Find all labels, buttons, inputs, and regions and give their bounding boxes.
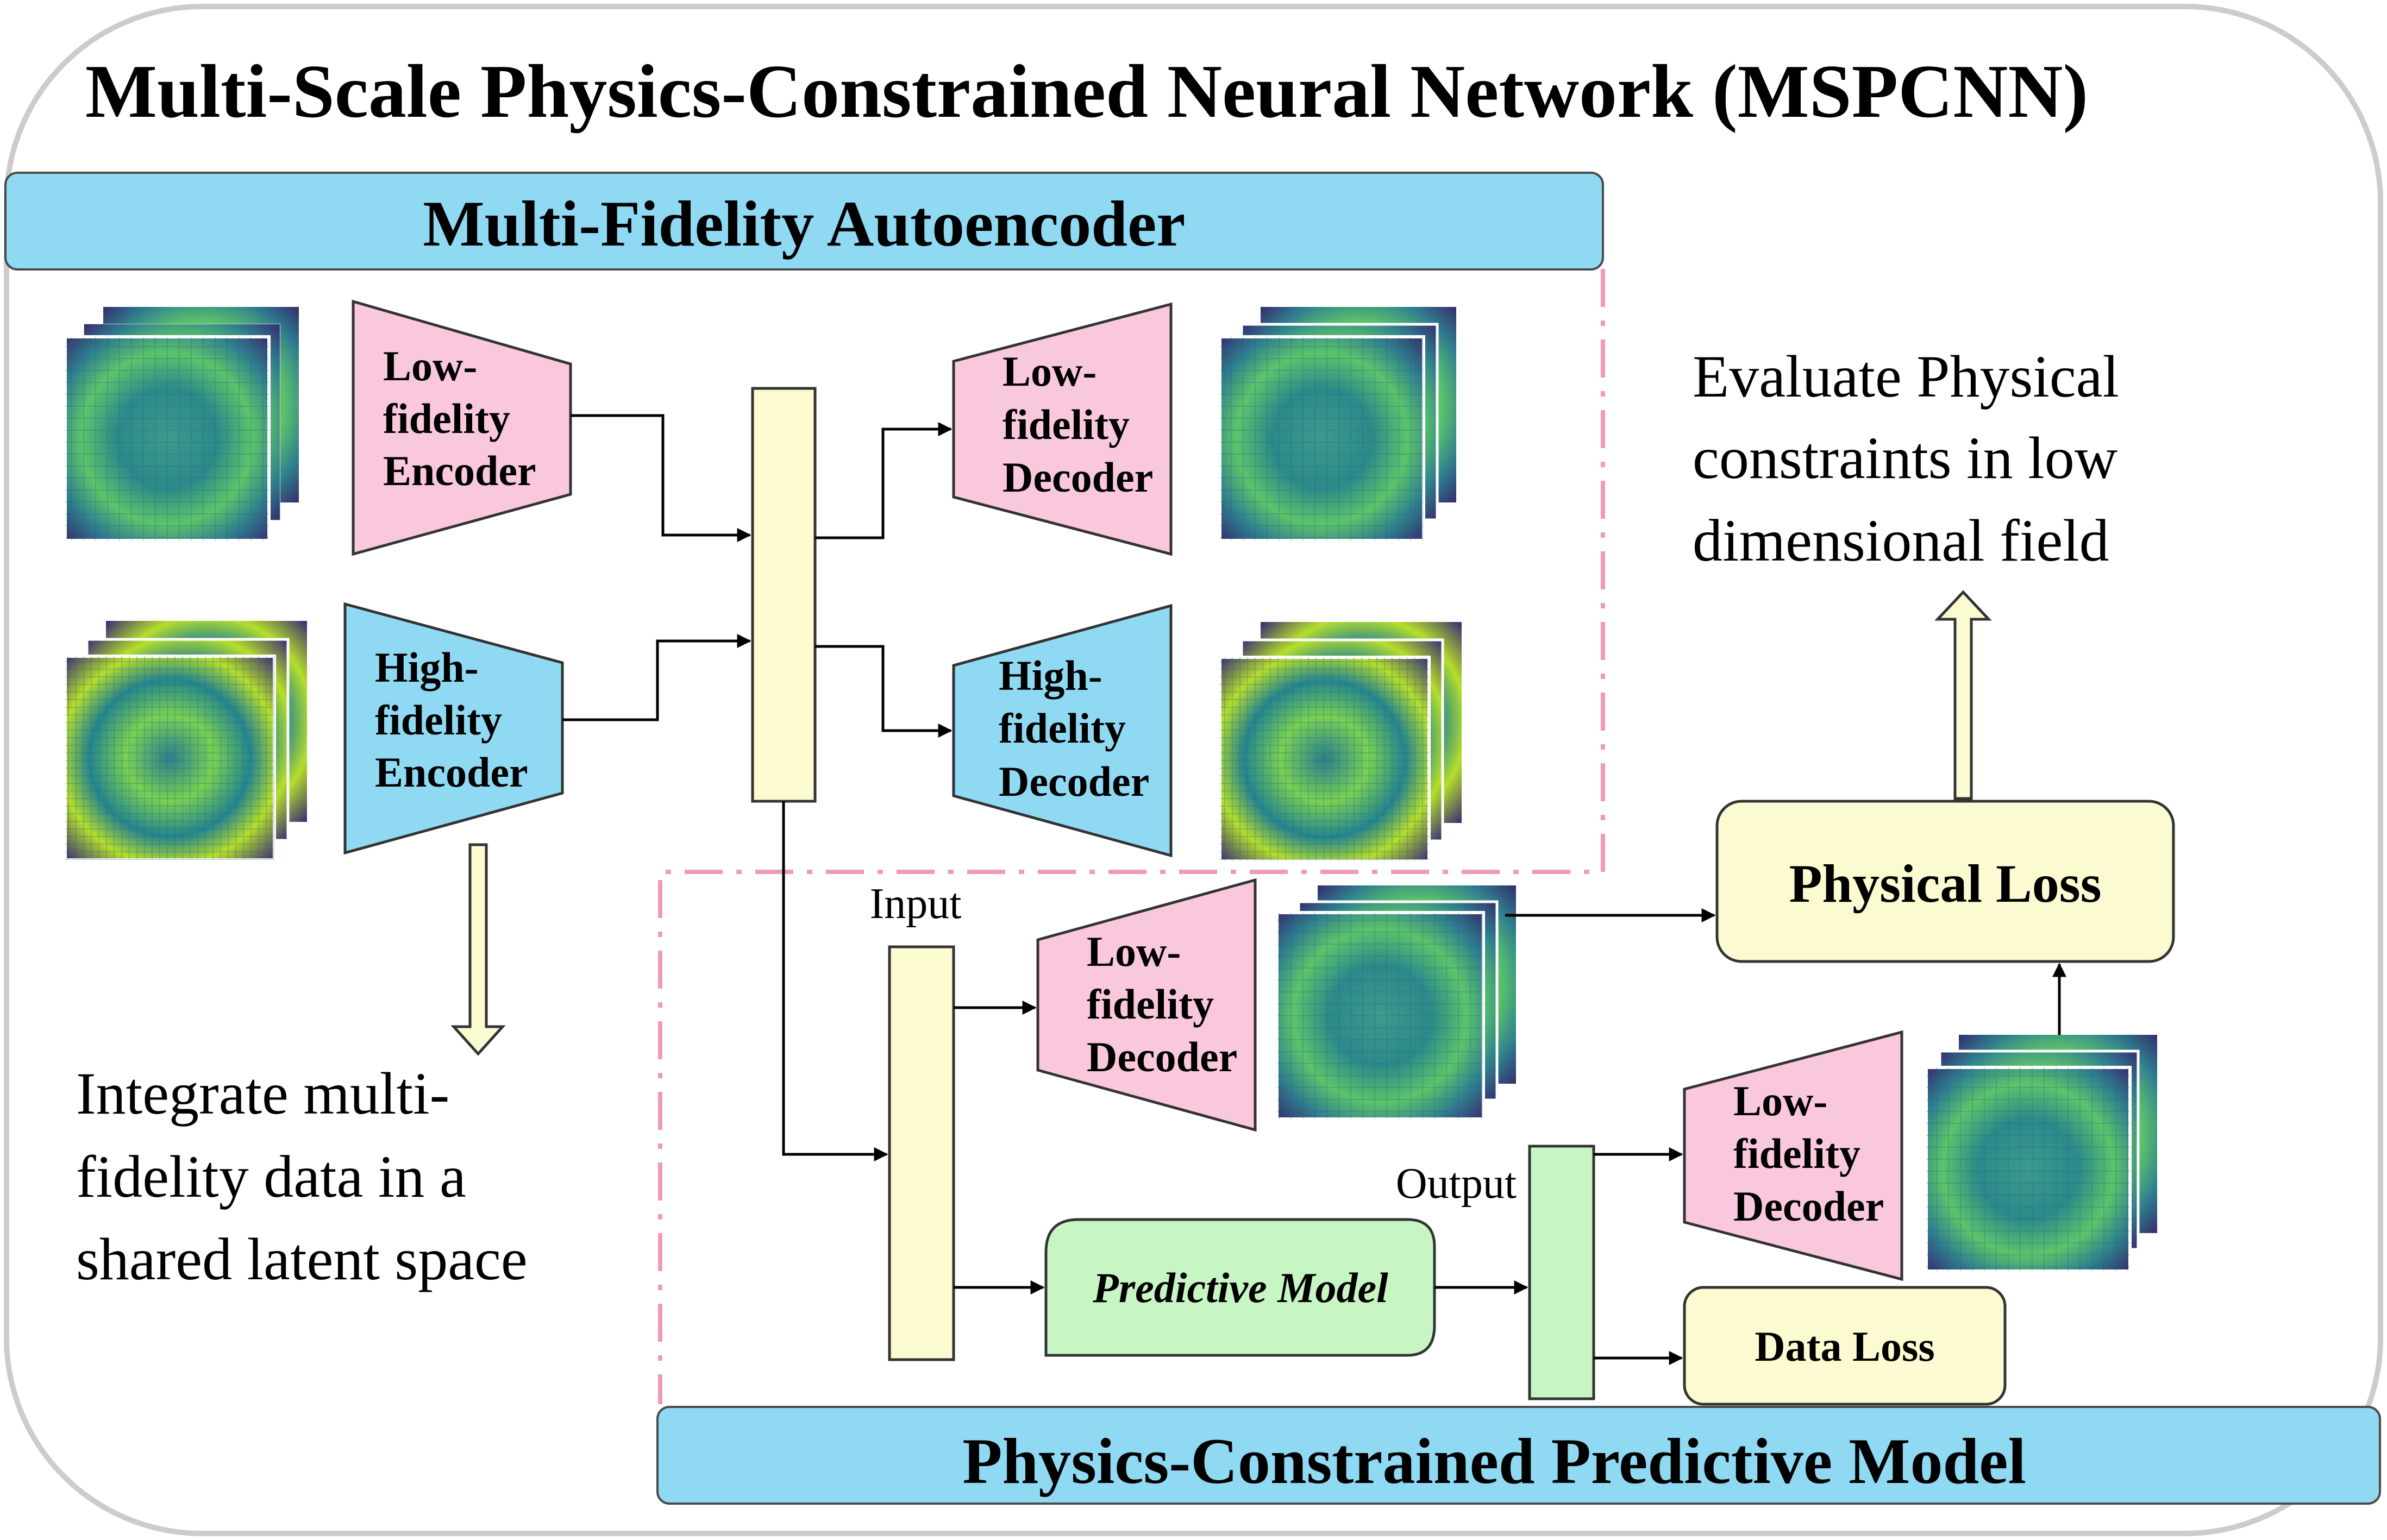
evaluate-hollow-arrow <box>1934 590 1992 800</box>
autoencoder-boundary <box>658 269 1605 1404</box>
lf-decoder-top-block <box>952 302 1173 556</box>
hf-input-field-stack <box>64 621 307 862</box>
predictive-header: Physics-Constrained Predictive Model <box>962 1425 2026 1497</box>
hf-encoder-to-latent-arrow <box>562 634 751 721</box>
predictive-header-bar <box>656 1406 2381 1505</box>
lf-decoder-top-label: Low- fidelity Decoder <box>1003 348 1153 501</box>
lf-decoder-out-block <box>1683 1030 1903 1281</box>
shared-latent-bar <box>751 387 817 803</box>
output-latent-bar <box>1528 1145 1595 1400</box>
hf-encoder-block <box>343 602 564 855</box>
lf-decoded-field-stack <box>1275 885 1516 1121</box>
data-loss-label: Data Loss <box>1755 1323 1935 1370</box>
data-loss-block <box>1683 1286 2007 1406</box>
lf-decoder-out-label: Low- fidelity Decoder <box>1733 1077 1884 1230</box>
lf-decoder-mid-block <box>1036 878 1257 1132</box>
lf-decoder-mid-label: Low- fidelity Decoder <box>1087 928 1237 1080</box>
connectors <box>562 414 2066 1365</box>
physical-loss-label: Physical Loss <box>1789 853 2101 914</box>
diagram-title: Multi-Scale Physics-Constrained Neural N… <box>85 49 2088 134</box>
lf-reconstruction-field-stack <box>1218 307 1456 542</box>
evaluate-note: Evaluate Physical constraints in low dim… <box>1693 343 2134 574</box>
autoencoder-header-bar <box>4 172 1604 271</box>
lf-input-field-stack <box>64 307 299 542</box>
hf-decoder-block <box>952 604 1173 858</box>
lf-output-field-stack <box>1925 1035 2157 1273</box>
latent-to-lf-decoder-arrow <box>815 422 953 539</box>
predictive-model-label: Predictive Model <box>1092 1264 1388 1311</box>
integrate-hollow-arrow <box>450 843 506 1056</box>
lf-encoder-to-latent-arrow <box>571 414 751 542</box>
input-latent-bar <box>888 945 955 1361</box>
latent-to-hf-decoder-arrow <box>815 645 953 738</box>
input-label: Input <box>870 880 962 928</box>
latent-to-input-arrow <box>782 801 888 1161</box>
autoencoder-header: Multi-Fidelity Autoencoder <box>423 187 1185 260</box>
output-label: Output <box>1396 1160 1517 1208</box>
hf-decoder-label: High- fidelity Decoder <box>999 652 1149 805</box>
integrate-note: Integrate multi- fidelity data in a shar… <box>76 1060 528 1292</box>
hf-reconstruction-field-stack <box>1218 622 1462 863</box>
lf-encoder-block <box>352 299 572 556</box>
predictive-model-block <box>1044 1218 1436 1357</box>
lf-encoder-label: Low- fidelity Encoder <box>383 342 536 494</box>
hf-encoder-label: High- fidelity Encoder <box>375 644 528 796</box>
physical-loss-block <box>1715 800 2175 963</box>
